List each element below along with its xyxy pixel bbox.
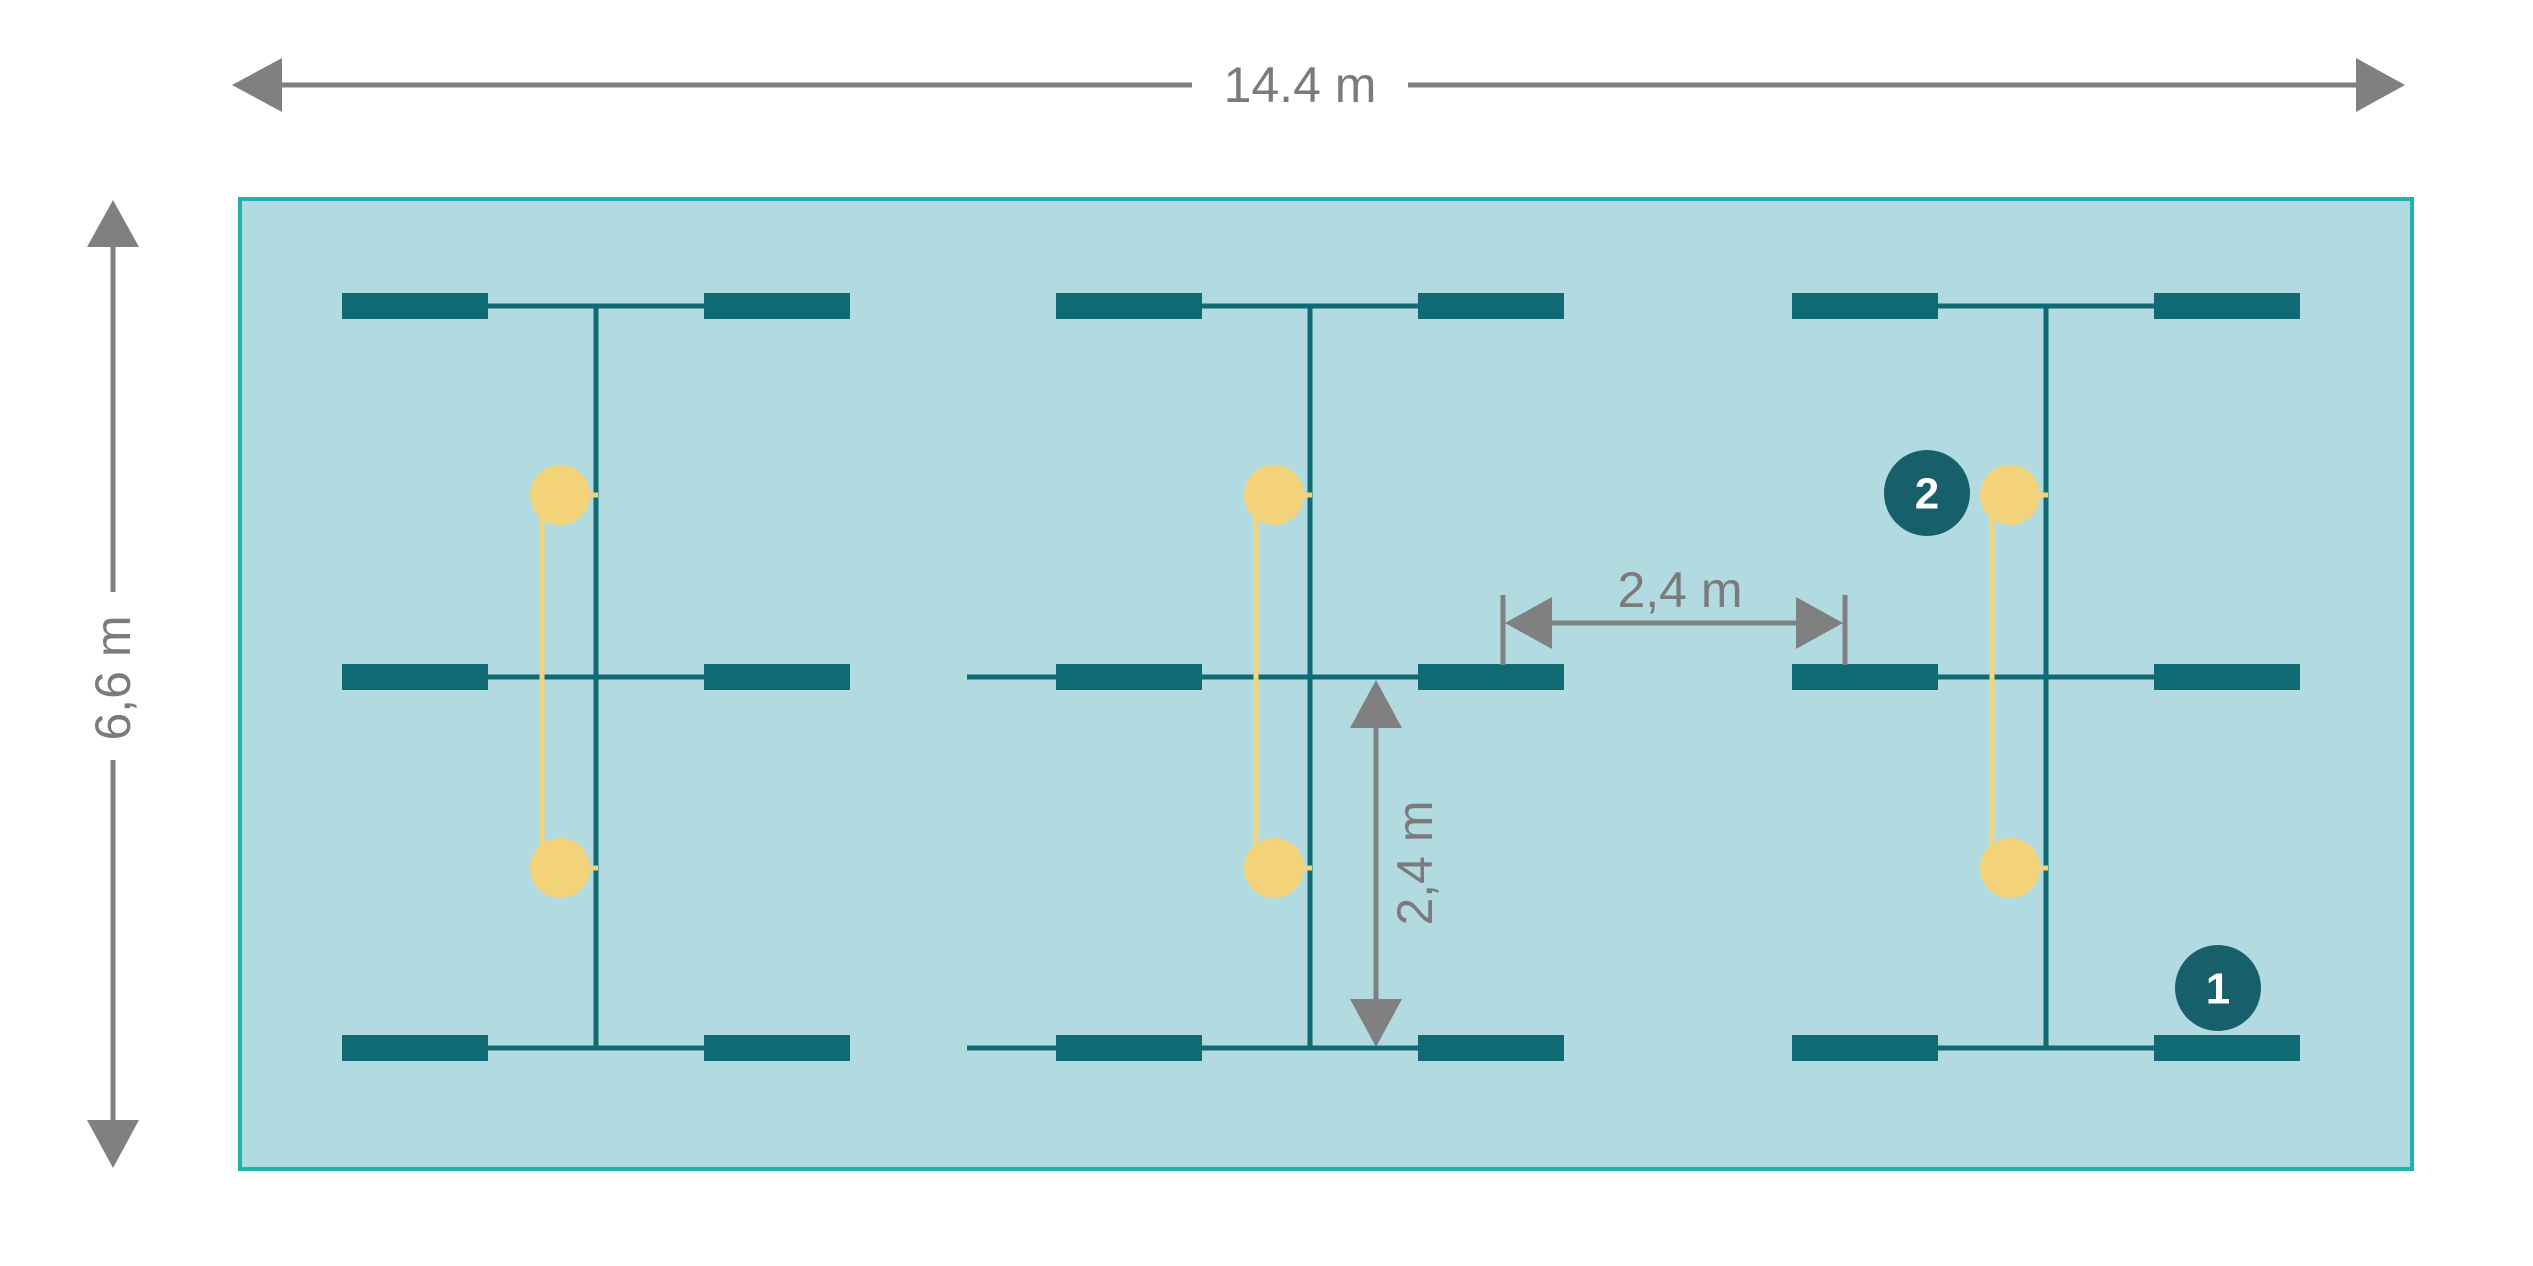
arrow-right-icon [1796,597,1843,649]
frame-bar-right [1418,664,1564,690]
badge-circle [1884,450,1970,536]
arrow-left-icon [232,58,282,112]
floor-area [238,197,2414,1171]
connector-node [1980,465,2040,525]
frame-bar-right [1418,1035,1564,1061]
frame-bar-right [1418,293,1564,319]
badge-circle [2175,945,2261,1031]
vertical-spacing-dimension: 2,4 m [1350,680,1443,1047]
connector-node [530,838,590,898]
frame-bar-left [1056,664,1202,690]
frame-unit-2 [967,293,1564,1061]
frame-bar-right [704,664,850,690]
vertical-spacing-label: 2,4 m [1387,800,1443,925]
frame-unit-1 [342,293,850,1061]
badge-2: 2 [1884,450,1970,536]
connector-node [1980,838,2040,898]
connector-node [530,465,590,525]
height-label: 6,6 m [85,615,141,740]
arrow-up-icon [87,200,139,247]
frame-bar-right [704,293,850,319]
frame-bar-left [342,293,488,319]
frame-bar-left [1056,1035,1202,1061]
frame-bar-left [1792,664,1938,690]
frame-bar-left [1792,1035,1938,1061]
badge-label: 2 [1915,470,1939,519]
width-dimension: 14.4 m [232,57,2405,113]
frame-bar-right [2154,664,2300,690]
frame-bar-right [2154,1035,2300,1061]
badge-label: 1 [2206,965,2230,1014]
frame-bar-left [342,1035,488,1061]
frame-bar-right [704,1035,850,1061]
frame-bar-left [1792,293,1938,319]
arrow-left-icon [1505,597,1552,649]
frame-bar-left [1056,293,1202,319]
arrow-down-icon [1350,999,1402,1047]
badge-1: 1 [2175,945,2261,1031]
frame-unit-3 [1792,293,2300,1061]
horizontal-spacing-dimension: 2,4 m [1500,562,1848,665]
horizontal-spacing-label: 2,4 m [1617,562,1742,618]
width-label: 14.4 m [1224,57,1377,113]
connector-node [1244,465,1304,525]
frame-bar-left [342,664,488,690]
frame-units [342,293,2300,1061]
frame-bar-right [2154,293,2300,319]
height-dimension: 6,6 m [85,200,141,1168]
arrow-up-icon [1350,680,1402,728]
arrow-down-icon [87,1120,139,1168]
connector-node [1244,838,1304,898]
arrow-right-icon [2356,58,2405,112]
